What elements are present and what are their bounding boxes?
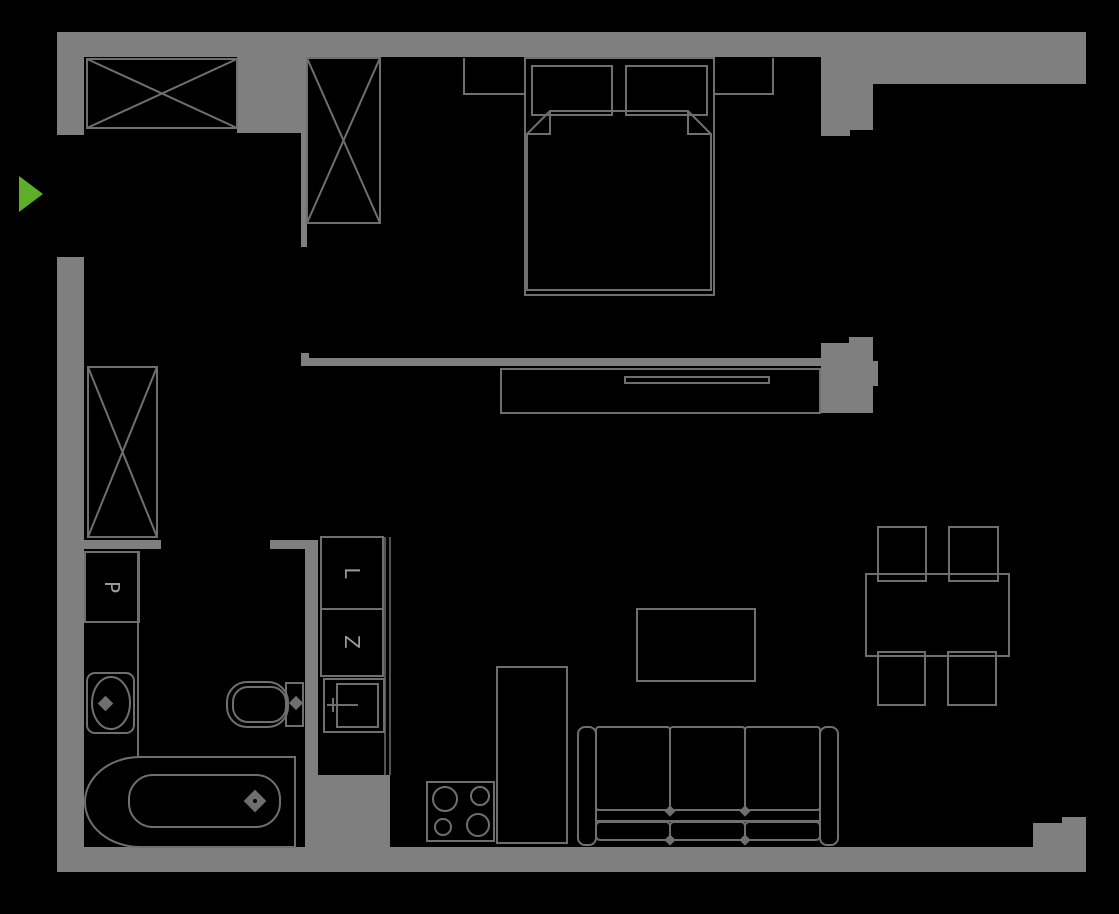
dining-chair-bottom-right [947, 651, 997, 706]
sofa-armrest-right [819, 726, 839, 846]
wall-left-lower [57, 257, 84, 872]
wall-top-right [873, 32, 1086, 84]
bathtub [83, 756, 296, 848]
wall-interior-pier [821, 343, 873, 413]
dining-set [865, 526, 1010, 706]
wall-left-upper [57, 32, 84, 135]
label-kitchen-L: L [340, 567, 364, 579]
dining-table [865, 573, 1010, 657]
wall-interior-pier-right [873, 361, 878, 386]
wall-top-left [57, 32, 237, 57]
coffee-table [636, 608, 756, 682]
sink-faucet [97, 695, 114, 712]
wall-bath-top-left [84, 540, 161, 549]
sofa-seat-3 [744, 821, 821, 841]
sofa [577, 726, 839, 846]
dining-chair-top-left [877, 526, 927, 582]
tv-sideboard [500, 368, 821, 414]
burner-large-2 [466, 813, 490, 837]
sofa-seat-2 [669, 821, 746, 841]
wardrobe-hall [87, 366, 158, 538]
kitchen-units [320, 536, 568, 844]
mattress [526, 110, 712, 291]
wall-interior-pier-top [849, 337, 873, 344]
burner-small-2 [434, 818, 452, 836]
wall-bath-right [305, 549, 318, 847]
bed-frame [524, 57, 715, 296]
dining-chair-top-right [948, 526, 999, 582]
wall-kitchen-block [318, 775, 390, 847]
walls [57, 32, 1086, 872]
label-kitchen-Z: Z [340, 635, 364, 649]
kitchen-unit-Z [320, 608, 384, 677]
wall-bottom-right-corner [1033, 823, 1086, 849]
stove [426, 781, 495, 842]
toilet-cistern [285, 682, 304, 727]
wall-top-middle [301, 32, 821, 57]
bathroom-sink [86, 672, 135, 734]
wall-interior [301, 358, 821, 366]
wardrobe-top-left [86, 58, 238, 129]
wall-top-pier-band [821, 32, 873, 57]
wall-interior-nub [301, 353, 309, 359]
living-room-furniture [500, 368, 1010, 846]
label-washing-machine: P [100, 581, 124, 593]
sofa-cushion-3 [744, 726, 821, 811]
sofa-seat-1 [595, 821, 671, 841]
sofa-cushion-1 [595, 726, 671, 811]
pillow-left [531, 65, 613, 116]
burner-small-1 [470, 786, 490, 806]
wall-top-pier-step [821, 130, 850, 136]
sofa-armrest-left [577, 726, 597, 846]
bedroom-furniture [86, 57, 774, 538]
burner-large-1 [432, 786, 458, 812]
pillow-right [625, 65, 708, 116]
double-bed [463, 57, 774, 296]
bathroom-fixtures [83, 551, 304, 848]
wall-closet-partition [301, 57, 307, 247]
wall-top-chunk [237, 32, 301, 133]
kitchen-island [496, 666, 568, 844]
toilet [226, 681, 304, 728]
sofa-cushion-2 [669, 726, 746, 811]
wall-bottom-right-nub [1062, 817, 1086, 825]
entrance-arrow-icon [19, 176, 43, 212]
wall-bath-top-right [270, 540, 318, 549]
wall-bottom [57, 847, 1086, 872]
kitchen-sink [323, 678, 385, 733]
appliance-labels: P L Z [100, 567, 364, 648]
tv [624, 376, 770, 384]
dining-chair-bottom-left [877, 651, 926, 706]
wall-top-pier [821, 57, 873, 130]
wardrobe-top-middle [306, 57, 381, 224]
toilet-button [288, 695, 304, 711]
